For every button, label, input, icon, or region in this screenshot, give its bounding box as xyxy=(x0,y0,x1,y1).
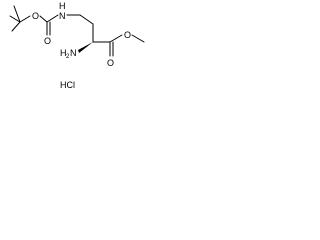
wedge-bond xyxy=(78,42,93,53)
bond xyxy=(79,14,94,25)
svg-text:H: H xyxy=(60,48,67,58)
bond xyxy=(11,21,21,32)
bond xyxy=(39,15,48,23)
bond xyxy=(109,34,123,43)
atom-label-ester-ether-oxygen: O xyxy=(124,30,131,40)
bond xyxy=(131,34,145,43)
atom-label-carbamate-nitrogen: N xyxy=(59,11,66,21)
atom-label-boc-carbonyl-oxygen: O xyxy=(44,36,51,46)
atom-label-amino-group: H 2 N xyxy=(60,48,77,60)
svg-text:2: 2 xyxy=(66,54,70,60)
bond xyxy=(13,5,21,23)
bond xyxy=(46,14,59,23)
svg-text:N: N xyxy=(70,48,77,58)
bond xyxy=(19,15,31,23)
atom-label-boc-ether-oxygen: O xyxy=(32,11,39,21)
tert-butyl-group xyxy=(9,5,31,32)
salt-label: HCl xyxy=(60,80,75,90)
bond xyxy=(9,15,21,23)
atom-label-ester-carbonyl-oxygen: O xyxy=(107,58,114,68)
chemical-structure: O O N H H 2 N O O HCl xyxy=(9,1,145,90)
atom-label-carbamate-hydrogen: H xyxy=(59,1,66,11)
